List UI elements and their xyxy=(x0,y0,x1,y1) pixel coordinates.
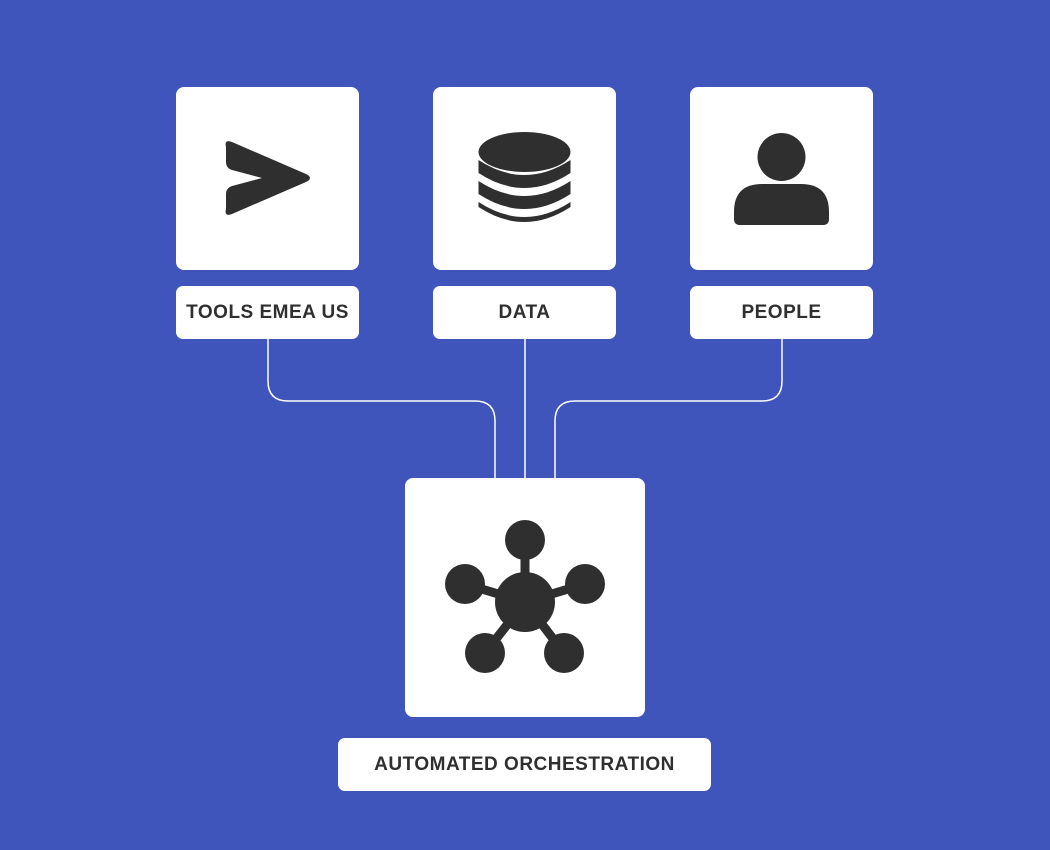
people-label-text: PEOPLE xyxy=(741,301,822,323)
database-icon xyxy=(478,132,571,222)
hub-label-text: AUTOMATED ORCHESTRATION xyxy=(374,753,675,775)
data-label-text: DATA xyxy=(498,301,551,323)
play-arrow-icon xyxy=(225,141,310,215)
network-hub-icon xyxy=(445,520,605,673)
hub-label: AUTOMATED ORCHESTRATION xyxy=(338,738,711,791)
connector-tools-to-hub xyxy=(267,339,496,478)
people-card xyxy=(690,87,873,270)
person-icon xyxy=(734,133,829,225)
connector-people-to-hub xyxy=(554,339,783,478)
tools-label: TOOLS EMEA US xyxy=(176,286,359,339)
data-label: DATA xyxy=(433,286,616,339)
tools-card xyxy=(176,87,359,270)
people-label: PEOPLE xyxy=(690,286,873,339)
tools-label-text: TOOLS EMEA US xyxy=(186,301,349,323)
data-card xyxy=(433,87,616,270)
hub-card xyxy=(405,478,645,717)
